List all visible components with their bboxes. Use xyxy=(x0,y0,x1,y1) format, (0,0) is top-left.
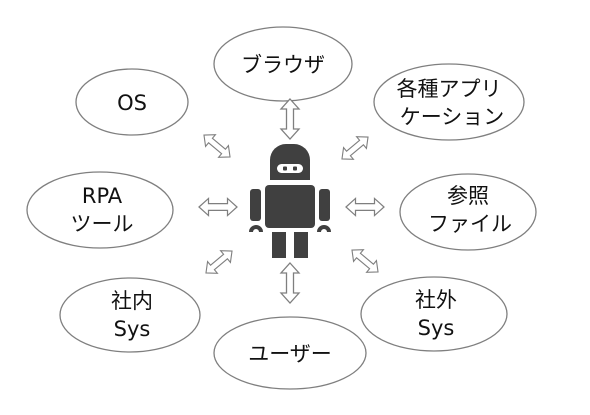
node-os: OS xyxy=(75,68,189,136)
node-external-sys-label-1: 社外 xyxy=(415,288,457,312)
node-internal-sys-label-1: 社内 xyxy=(111,289,153,313)
node-external-sys-label-2: Sys xyxy=(418,316,455,340)
double-arrow-icon-rpa-tool xyxy=(198,197,238,217)
node-rpa-tool-label-2: ツール xyxy=(71,212,134,236)
double-arrow-icon-browser xyxy=(280,98,300,140)
node-browser: ブラウザ xyxy=(213,26,353,102)
node-os-label-1: OS xyxy=(117,91,147,115)
double-arrow-icon-ref-file xyxy=(345,197,385,217)
double-arrow-icon-os xyxy=(198,128,236,164)
node-internal-sys: 社内 Sys xyxy=(59,277,201,353)
node-ref-file: 参照 ファイル xyxy=(399,173,537,251)
node-ref-file-label-1: 参照 xyxy=(447,184,489,208)
node-browser-label-1: ブラウザ xyxy=(241,53,325,77)
node-apps-label-2: ケーション xyxy=(400,105,505,129)
node-apps-label-1: 各種アプリ xyxy=(397,77,502,101)
robot-icon xyxy=(249,144,331,258)
node-rpa-tool: RPA ツール xyxy=(26,171,174,249)
double-arrow-icon-apps xyxy=(336,130,374,166)
node-external-sys: 社外 Sys xyxy=(360,276,508,352)
node-user-label-1: ユーザー xyxy=(248,342,332,366)
node-user: ユーザー xyxy=(213,316,367,390)
double-arrow-icon-user xyxy=(280,262,300,304)
double-arrow-icon-internal-sys xyxy=(200,244,238,280)
node-apps: 各種アプリ ケーション xyxy=(373,63,525,141)
node-ref-file-label-2: ファイル xyxy=(428,212,512,236)
node-internal-sys-label-2: Sys xyxy=(114,317,151,341)
node-rpa-tool-label-1: RPA xyxy=(82,184,123,208)
double-arrow-icon-external-sys xyxy=(346,243,384,279)
